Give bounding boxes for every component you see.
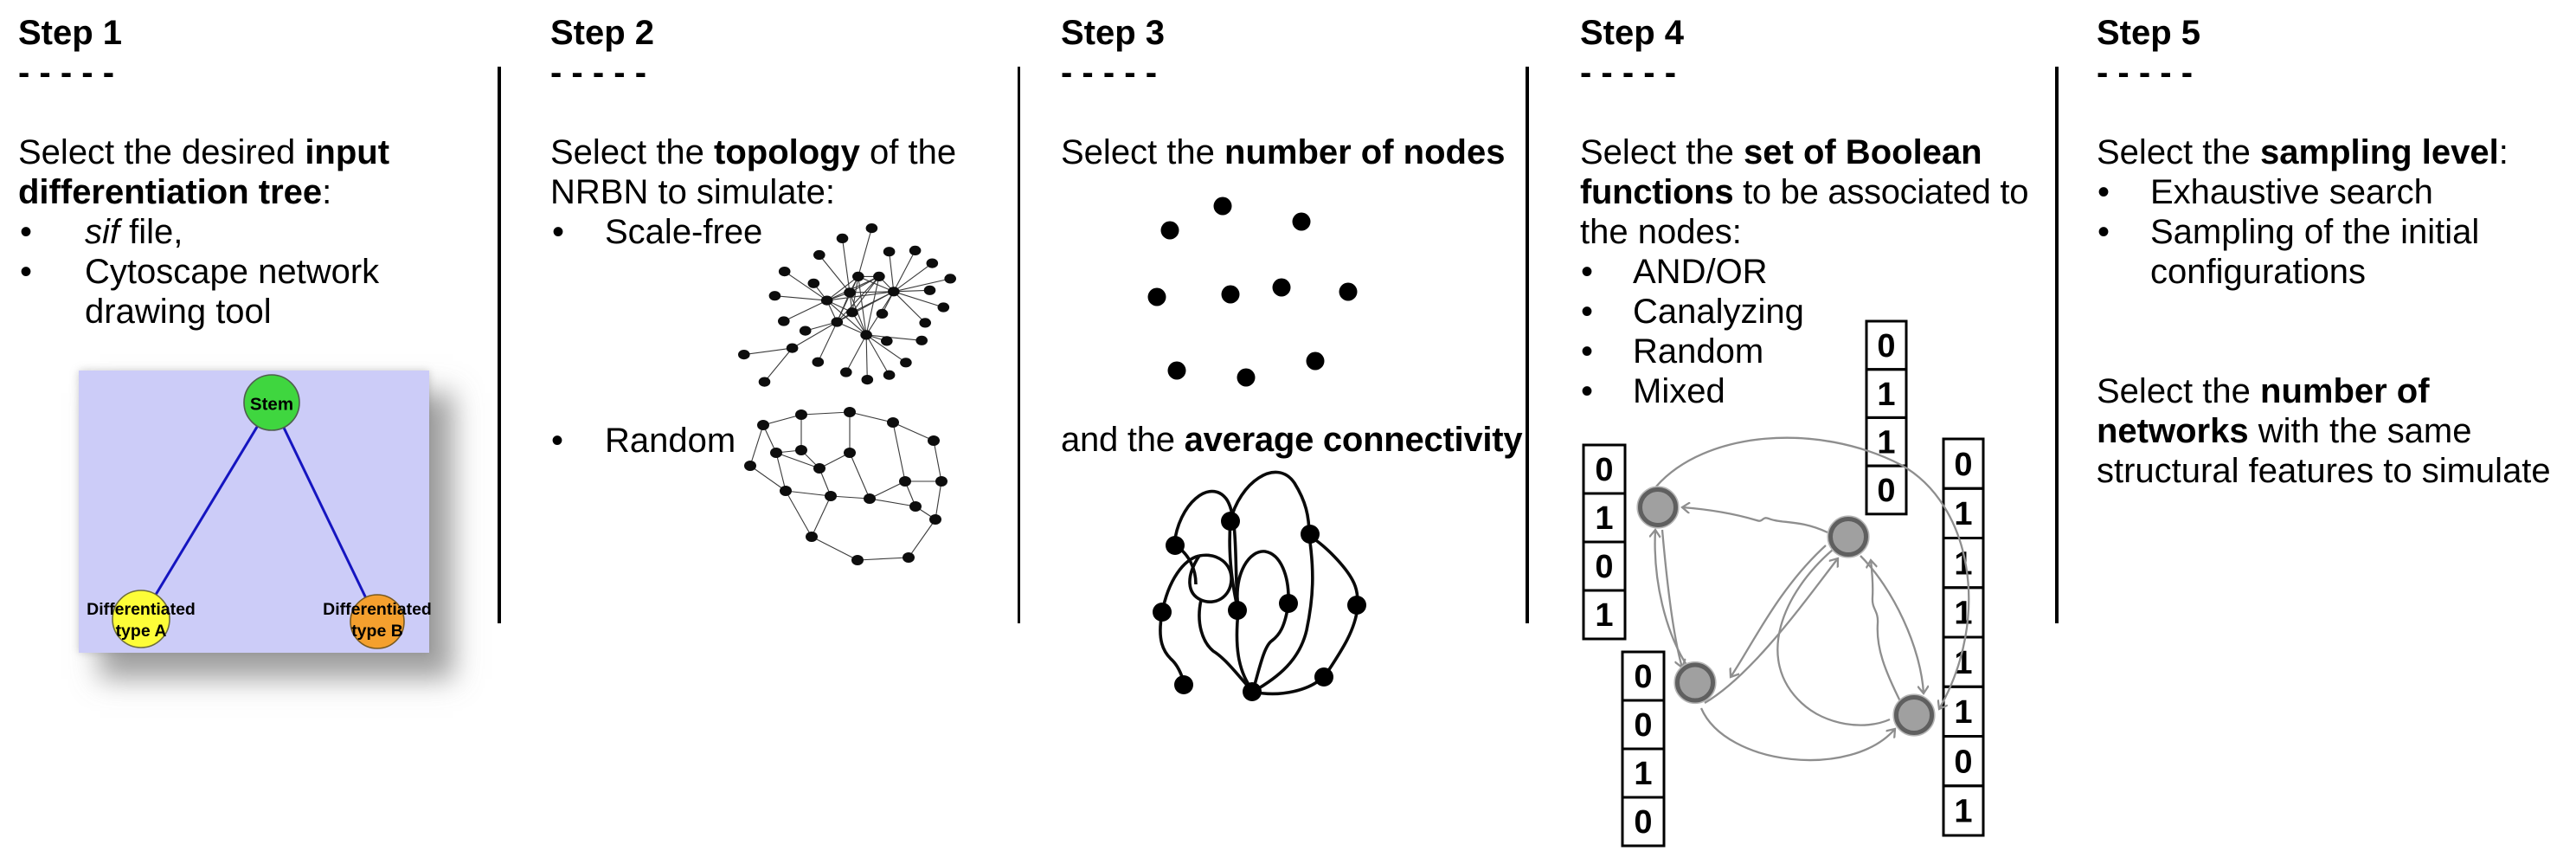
svg-text:0: 0 bbox=[1634, 804, 1652, 841]
svg-text:Stem: Stem bbox=[250, 395, 293, 415]
svg-text:1: 1 bbox=[1954, 694, 1972, 731]
svg-text:type B: type B bbox=[351, 622, 403, 641]
svg-text:1: 1 bbox=[1877, 377, 1895, 413]
svg-text:1: 1 bbox=[1595, 597, 1613, 634]
svg-text:0: 0 bbox=[1877, 473, 1895, 509]
svg-text:1: 1 bbox=[1634, 756, 1652, 792]
svg-text:1: 1 bbox=[1595, 500, 1613, 537]
svg-text:0: 0 bbox=[1954, 447, 1972, 483]
svg-text:0: 0 bbox=[1877, 328, 1895, 364]
svg-text:1: 1 bbox=[1954, 645, 1972, 681]
svg-text:0: 0 bbox=[1954, 744, 1972, 780]
svg-text:0: 0 bbox=[1595, 452, 1613, 488]
svg-text:1: 1 bbox=[1954, 496, 1972, 532]
svg-text:Differentiated: Differentiated bbox=[323, 600, 432, 619]
svg-text:1: 1 bbox=[1954, 794, 1972, 830]
svg-text:type A: type A bbox=[116, 622, 167, 641]
svg-text:1: 1 bbox=[1877, 424, 1895, 461]
svg-text:Differentiated: Differentiated bbox=[87, 600, 196, 619]
svg-text:0: 0 bbox=[1634, 707, 1652, 744]
svg-text:0: 0 bbox=[1634, 659, 1652, 695]
svg-text:0: 0 bbox=[1595, 549, 1613, 585]
